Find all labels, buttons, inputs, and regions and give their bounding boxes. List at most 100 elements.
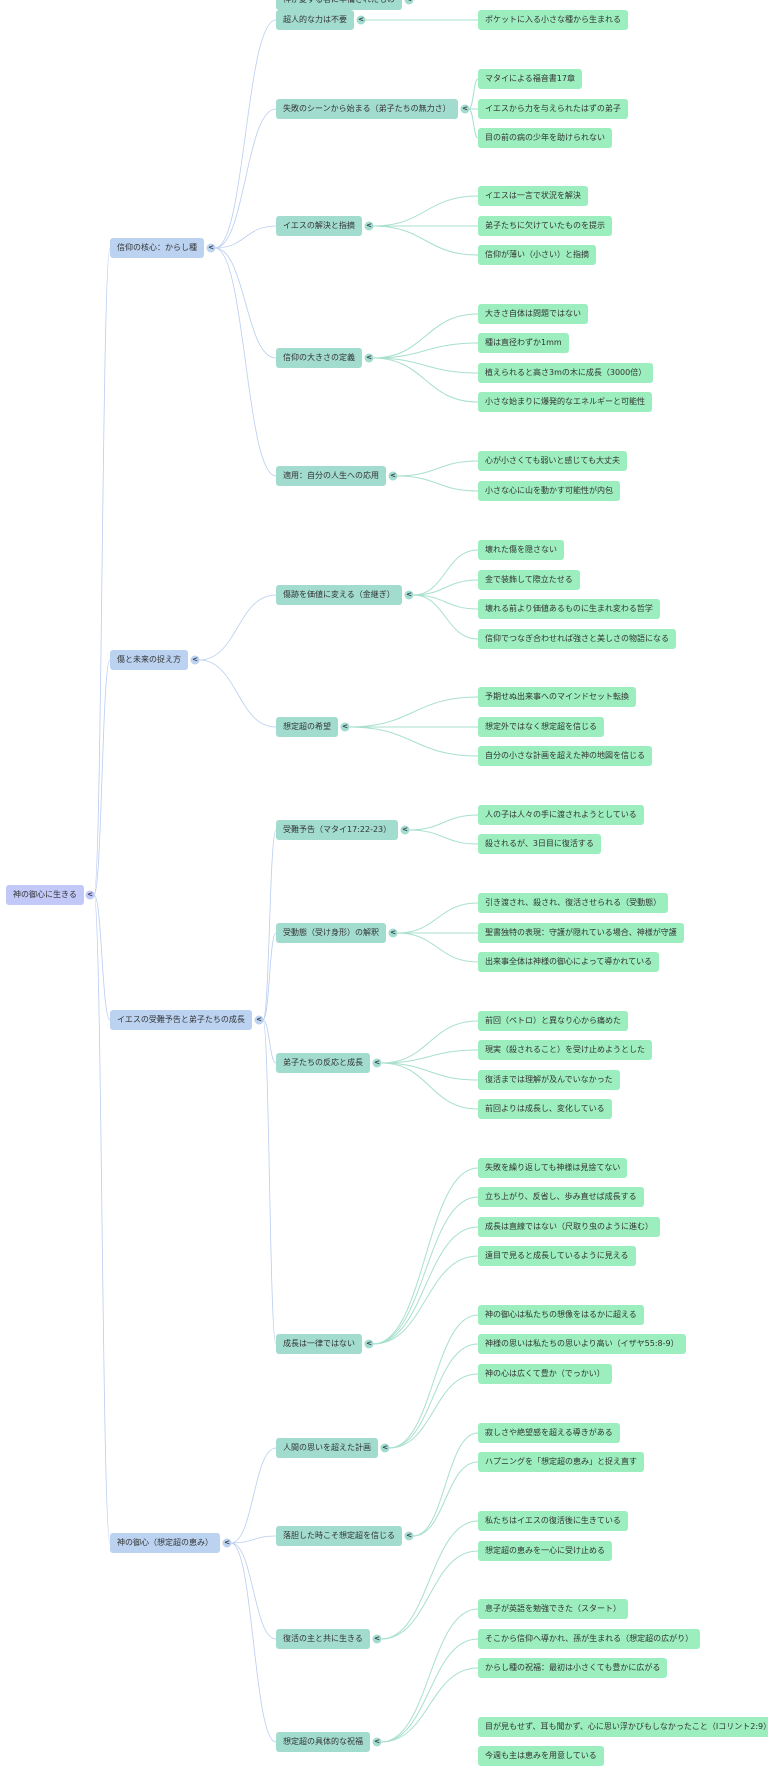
edge [372, 342, 479, 359]
chevron-left-icon: < [192, 655, 198, 664]
edge [412, 549, 479, 596]
leaf-node[interactable]: 弟子たちに欠けていたものを提示 [478, 216, 612, 236]
leaf-node[interactable]: 出来事全体は神様の御心によって導かれている [478, 952, 660, 972]
branch-node[interactable]: 傷と未来の捉え方 [110, 650, 188, 670]
leaf-node[interactable]: 成長は直線ではない（尺取り虫のように進む） [478, 1217, 660, 1237]
collapse-toggle[interactable]: < [388, 928, 398, 938]
leaf-node[interactable]: 植えられると高さ3mの木に成長（3000倍） [478, 363, 654, 383]
topic-node[interactable]: 適用：自分の人生への応用 [276, 466, 386, 486]
topic-node[interactable]: 弟子たちの反応と成長 [276, 1053, 370, 1073]
leaf-node[interactable]: 神の御心は私たちの想像をはるかに超える [478, 1305, 644, 1325]
leaf-node[interactable]: 大きさ自体は問題ではない [478, 304, 588, 324]
leaf-node[interactable]: 壊れる前より価値あるものに生まれ変わる哲学 [478, 599, 660, 619]
collapse-toggle[interactable]: < [388, 471, 398, 481]
leaf-node[interactable]: 想定超の恵みを一心に受け止める [478, 1541, 612, 1561]
leaf-node[interactable]: 信仰が薄い（小さい）と指摘 [478, 245, 596, 265]
edge [380, 1062, 479, 1081]
leaf-node[interactable]: ポケットに入る小さな種から生まれる [478, 10, 628, 30]
collapse-toggle[interactable]: < [254, 1015, 264, 1025]
collapse-toggle[interactable]: < [364, 1339, 374, 1349]
topic-node[interactable]: 成長は一律ではない [276, 1334, 362, 1354]
collapse-toggle[interactable]: < [190, 655, 200, 665]
topic-node[interactable]: 傷跡を価値に変える（金継ぎ） [276, 585, 402, 605]
edge [380, 1667, 479, 1743]
edge [380, 1638, 479, 1743]
leaf-node[interactable]: 引き渡され、殺され、復活させられる（受動態） [478, 893, 669, 913]
leaf-node[interactable]: 立ち上がり、反省し、歩み直せば成長する [478, 1187, 644, 1207]
leaf-node[interactable]: 人の子は人々の手に渡されようとしている [478, 805, 644, 825]
leaf-node[interactable]: 現実（殺されること）を受け止めようとした [478, 1040, 652, 1060]
topic-node[interactable]: 復活の主と共に生きる [276, 1629, 370, 1649]
leaf-node[interactable]: 目が見もせず、耳も聞かず、心に思い浮かびもしなかったこと（Iコリント2:9） [478, 1717, 768, 1737]
leaf-node[interactable]: 今週も主は恵みを用意している [478, 1746, 604, 1766]
leaf-node[interactable]: イエスから力を与えられたはずの弟子 [478, 99, 628, 119]
leaf-node[interactable]: 小さな始まりに爆発的なエネルギーと可能性 [478, 392, 652, 412]
collapse-toggle[interactable]: < [364, 353, 374, 363]
leaf-node[interactable]: イエスは一言で状況を解決 [478, 186, 588, 206]
collapse-toggle[interactable]: < [404, 1531, 414, 1541]
topic-node[interactable]: 受動態（受け身形）の解釈 [276, 923, 386, 943]
edge [372, 357, 479, 403]
chevron-left-icon: < [87, 890, 93, 899]
branch-node[interactable]: 信仰の核心：からし種 [110, 238, 204, 258]
root-node[interactable]: 神の御心に生きる [6, 885, 84, 905]
collapse-toggle[interactable]: < [364, 221, 374, 231]
leaf-node[interactable]: 信仰でつなぎ合わせれば強さと美しさの物語になる [478, 629, 676, 649]
collapse-toggle[interactable]: < [460, 104, 470, 114]
topic-node[interactable]: 人間の思いを超えた計画 [276, 1438, 378, 1458]
collapse-toggle[interactable]: < [400, 825, 410, 835]
leaf-node[interactable]: マタイによる福音書17章 [478, 69, 582, 89]
topic-node[interactable]: 信仰の大きさの定義 [276, 348, 362, 368]
edge [262, 829, 277, 1021]
leaf-node[interactable]: 遠目で見ると成長しているように見える [478, 1246, 636, 1266]
leaf-node[interactable]: からし種の祝福：最初は小さくても豊かに広がる [478, 1658, 668, 1678]
collapse-toggle[interactable]: < [340, 722, 350, 732]
leaf-node[interactable]: 種は直径わずか1mm [478, 333, 569, 353]
leaf-node[interactable]: 心が小さくても弱いと感じても大丈夫 [478, 451, 627, 471]
leaf-node[interactable]: 小さな心に山を動かす可能性が内包 [478, 481, 620, 501]
collapse-toggle[interactable]: < [372, 1737, 382, 1747]
leaf-node[interactable]: 神様の思いは私たちの思いより高い（イザヤ55:8-9） [478, 1334, 686, 1354]
leaf-node[interactable]: ハプニングを「想定超の恵み」と捉え直す [478, 1452, 644, 1472]
collapse-toggle[interactable]: < [222, 1538, 232, 1548]
topic-node[interactable]: 想定超の具体的な祝福 [276, 1732, 370, 1752]
collapse-toggle[interactable]: < [85, 890, 95, 900]
leaf-node[interactable]: 壊れた傷を隠さない [478, 540, 564, 560]
topic-node[interactable]: 失敗のシーンから始まる（弟子たちの無力さ） [276, 99, 458, 119]
leaf-node[interactable]: 予期せぬ出来事へのマインドセット転換 [478, 687, 636, 707]
leaf-node[interactable]: 寂しさや絶望感を超える導きがある [478, 1423, 620, 1443]
leaf-node[interactable]: 私たちはイエスの復活後に生きている [478, 1511, 628, 1531]
leaf-node[interactable]: 想定外ではなく想定超を信じる [478, 717, 604, 737]
edge [372, 1255, 479, 1345]
leaf-node[interactable]: 復活までは理解が及んでいなかった [478, 1070, 620, 1090]
collapse-toggle[interactable]: < [356, 15, 366, 25]
topic-node[interactable]: 受難予告（マタイ17:22-23） [276, 820, 399, 840]
leaf-node[interactable]: 金で装飾して際立たせる [478, 570, 580, 590]
leaf-node[interactable]: 聖書独特の表現：守護が隠れている場合、神様が守護 [478, 923, 684, 943]
topic-node[interactable]: 超人的な力は不要 [276, 10, 354, 30]
topic-node[interactable]: 落胆した時こそ想定超を信じる [276, 1526, 402, 1546]
leaf-node[interactable]: 殺されるが、3日目に復活する [478, 834, 601, 854]
leaf-node[interactable]: 神の心は広くて豊か（でっかい） [478, 1364, 612, 1384]
leaf-node[interactable]: 前回（ペトロ）と異なり心から痛めた [478, 1011, 628, 1031]
leaf-node[interactable]: 目の前の病の少年を助けられない [478, 128, 612, 148]
topic-node[interactable]: イエスの解決と指摘 [276, 216, 362, 236]
topic-node[interactable]: 神が愛する者に準備されたもの [276, 0, 402, 10]
leaf-node[interactable]: 前回よりは成長し、変化している [478, 1099, 612, 1119]
edge [468, 108, 479, 139]
collapse-toggle[interactable]: < [372, 1634, 382, 1644]
collapse-toggle[interactable]: < [380, 1443, 390, 1453]
chevron-left-icon: < [342, 722, 348, 731]
leaf-node[interactable]: 息子が英語を勉強できた（スタート） [478, 1599, 628, 1619]
leaf-node[interactable]: 失敗を繰り返しても神様は見捨てない [478, 1158, 628, 1178]
collapse-toggle[interactable]: < [404, 0, 414, 5]
topic-node[interactable]: 想定超の希望 [276, 717, 338, 737]
leaf-node[interactable]: 自分の小さな計画を超えた神の地図を信じる [478, 746, 652, 766]
collapse-toggle[interactable]: < [404, 590, 414, 600]
branch-node[interactable]: 神の御心（想定超の恵み） [110, 1533, 220, 1553]
branch-node[interactable]: イエスの受難予告と弟子たちの成長 [110, 1010, 252, 1030]
collapse-toggle[interactable]: < [372, 1058, 382, 1068]
edge [372, 1226, 479, 1345]
collapse-toggle[interactable]: < [206, 243, 216, 253]
leaf-node[interactable]: そこから信仰へ導かれ、孫が生まれる（想定超の広がり） [478, 1629, 701, 1649]
